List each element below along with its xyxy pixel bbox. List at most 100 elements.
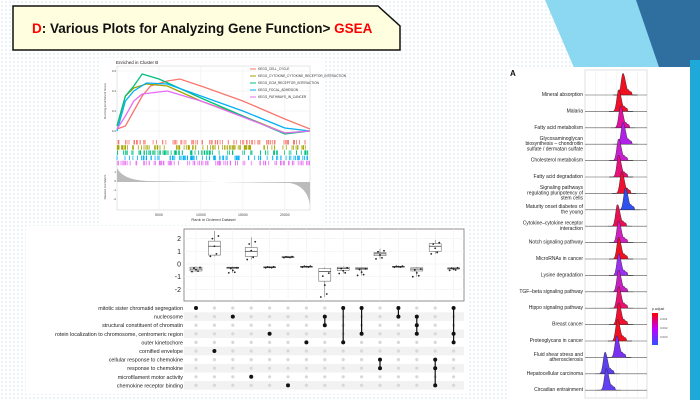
data-point bbox=[197, 270, 199, 273]
matrix-dot-empty bbox=[452, 383, 456, 387]
matrix-dot-empty bbox=[286, 358, 290, 362]
matrix-dot-empty bbox=[231, 332, 235, 336]
x-tick-label: 5000 bbox=[155, 213, 163, 217]
matrix-dot-empty bbox=[286, 306, 290, 310]
matrix-dot-empty bbox=[194, 358, 198, 362]
legend-tick: 0.002 bbox=[660, 326, 668, 330]
matrix-dot-empty bbox=[268, 340, 272, 344]
data-point bbox=[321, 275, 324, 278]
data-point bbox=[287, 256, 289, 259]
matrix-dot-empty bbox=[396, 366, 400, 370]
set-label: mitotic sister chromatid segregation bbox=[98, 306, 183, 312]
data-point bbox=[233, 271, 236, 274]
data-point bbox=[270, 266, 273, 269]
data-point bbox=[438, 241, 441, 244]
box bbox=[244, 247, 258, 257]
pathway-label: Fatty acid degradation bbox=[534, 174, 584, 180]
ridge-density bbox=[609, 89, 634, 112]
matrix-dot-empty bbox=[304, 349, 308, 353]
y-tick-label: 2 bbox=[177, 236, 181, 243]
matrix-dot-filled bbox=[414, 323, 419, 328]
pathway-label: Hippo signaling pathway bbox=[529, 305, 584, 311]
data-point bbox=[211, 237, 214, 240]
matrix-dot-filled bbox=[414, 331, 419, 336]
matrix-dot-empty bbox=[360, 375, 364, 379]
matrix-dot-empty bbox=[249, 366, 253, 370]
y-tick-label: -1 bbox=[175, 274, 181, 281]
y-tick-label: -2 bbox=[175, 287, 181, 294]
y-tick-label: 0.6 bbox=[112, 69, 117, 73]
data-point bbox=[419, 268, 422, 270]
data-point bbox=[323, 284, 326, 286]
data-point bbox=[413, 269, 416, 271]
data-point bbox=[415, 271, 418, 274]
ridge-density bbox=[609, 269, 634, 292]
matrix-dot-filled bbox=[267, 331, 272, 336]
matrix-dot-empty bbox=[249, 315, 253, 319]
y-axis-label-ranked: Ranked List Metric bbox=[103, 174, 107, 199]
matrix-dot-empty bbox=[304, 358, 308, 362]
data-point bbox=[199, 266, 201, 269]
matrix-dot-empty bbox=[341, 358, 345, 362]
matrix-dot-empty bbox=[249, 306, 253, 310]
data-point bbox=[209, 255, 212, 258]
matrix-dot-empty bbox=[286, 323, 290, 327]
matrix-dot-empty bbox=[286, 375, 290, 379]
data-point bbox=[375, 258, 377, 260]
light-blue-shape bbox=[545, 0, 690, 70]
matrix-dot-filled bbox=[433, 357, 438, 362]
data-point bbox=[301, 266, 304, 269]
matrix-dot-empty bbox=[231, 306, 235, 310]
y-tick-label: 0.4 bbox=[112, 89, 117, 93]
legend-label: KEGG_PATHWAYS_IN_CANCER bbox=[258, 95, 307, 99]
matrix-dot-empty bbox=[249, 340, 253, 344]
data-point bbox=[362, 273, 365, 276]
matrix-dot-filled bbox=[286, 383, 290, 388]
matrix-dot-empty bbox=[433, 306, 437, 310]
data-point bbox=[401, 265, 404, 268]
matrix-dot-empty bbox=[415, 340, 419, 344]
data-point bbox=[303, 265, 306, 268]
matrix-dot-filled bbox=[396, 314, 401, 319]
matrix-dot-filled bbox=[322, 323, 327, 328]
matrix-dot-empty bbox=[212, 306, 216, 310]
matrix-dot-empty bbox=[378, 323, 382, 327]
matrix-dot-empty bbox=[304, 323, 308, 327]
dark-blue-shape bbox=[636, 0, 700, 70]
x-axis-label: Rank in Ordered Dataset bbox=[191, 217, 236, 222]
matrix-dot-filled bbox=[359, 306, 364, 310]
matrix-dot-empty bbox=[341, 383, 345, 387]
data-point bbox=[356, 274, 359, 277]
data-point bbox=[364, 267, 367, 270]
legend-colorbar bbox=[652, 313, 658, 345]
matrix-dot-empty bbox=[433, 340, 437, 344]
ridge-density bbox=[610, 105, 635, 128]
matrix-dot-empty bbox=[268, 349, 272, 353]
matrix-dot-filled bbox=[304, 340, 309, 345]
y-tick-label: 0.2 bbox=[112, 109, 117, 113]
matrix-dot-empty bbox=[396, 349, 400, 353]
matrix-dot-empty bbox=[194, 366, 198, 370]
slide-title: D: Various Plots for Analyzing Gene Func… bbox=[32, 21, 373, 36]
legend-label: KEGG_FOCAL_ADHESION bbox=[258, 88, 299, 92]
data-point bbox=[436, 251, 439, 254]
matrix-dot-empty bbox=[323, 358, 327, 362]
data-point bbox=[305, 265, 308, 268]
ridge-density bbox=[609, 302, 634, 325]
matrix-dot-filled bbox=[230, 314, 235, 319]
matrix-dot-empty bbox=[304, 383, 308, 387]
matrix-dot-filled bbox=[451, 331, 456, 336]
matrix-dot-empty bbox=[360, 366, 364, 370]
matrix-dot-empty bbox=[360, 349, 364, 353]
es-line bbox=[116, 78, 311, 130]
matrix-dot-empty bbox=[249, 323, 253, 327]
matrix-dot-empty bbox=[396, 375, 400, 379]
matrix-dot-empty bbox=[194, 323, 198, 327]
matrix-dot-empty bbox=[304, 306, 308, 310]
set-label: rotein localization to chromosome, centr… bbox=[55, 332, 183, 338]
y-axis-label: Running Enrichment Score bbox=[103, 83, 107, 119]
data-point bbox=[191, 270, 193, 273]
legend-tick: 0.003 bbox=[660, 335, 668, 339]
matrix-dot-empty bbox=[212, 315, 216, 319]
